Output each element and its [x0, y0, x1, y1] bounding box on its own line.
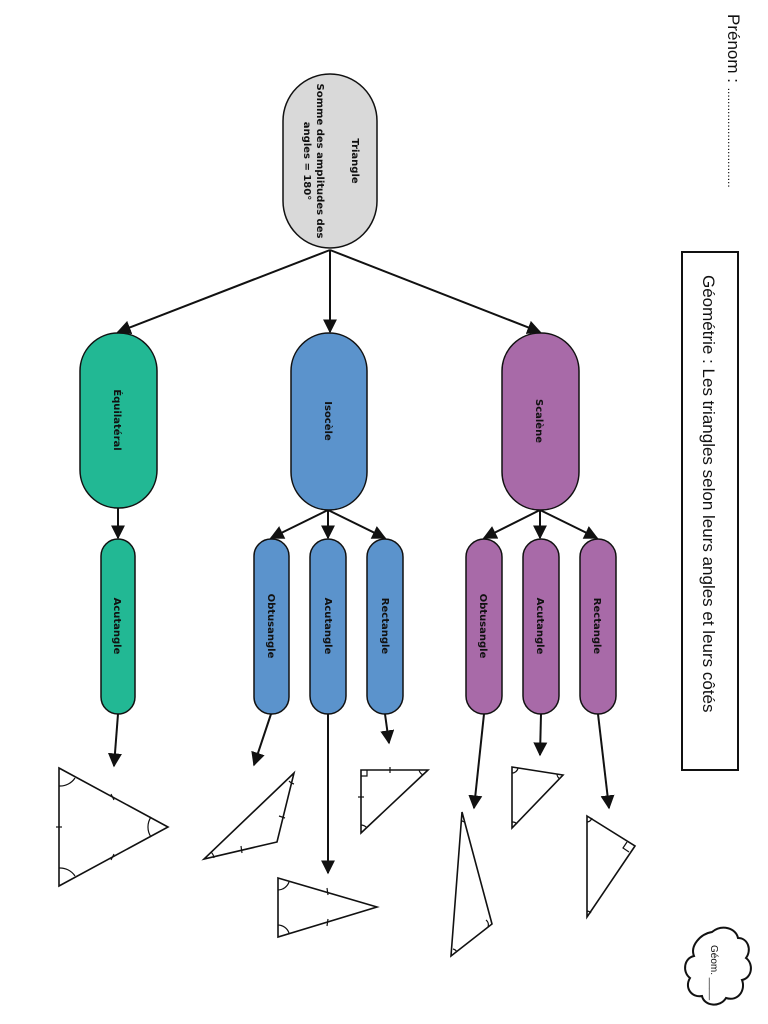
- figure-isosceles-obtuse-triangle: [201, 770, 296, 861]
- figure-scalene-right-triangle: [586, 814, 637, 920]
- title-box: [681, 251, 739, 771]
- figure-equilateral-triangle: [56, 766, 170, 888]
- page-title: Géométrie : Les triangles selon leurs an…: [699, 275, 718, 713]
- root-title: Triangle: [349, 138, 360, 184]
- name-label: Prénom : ..............................: [724, 14, 743, 188]
- category-node-scalene[interactable]: Scalène: [501, 332, 580, 511]
- subnode-scalene-obtusangle[interactable]: Obtusangle: [465, 538, 503, 715]
- figure-scalene-obtuse-triangle: [450, 811, 493, 958]
- category-label: Isocèle: [322, 401, 334, 441]
- badge-cloud: Géom. ____: [684, 926, 752, 1006]
- subnode-label: Obtusangle: [477, 594, 488, 659]
- subnode-scalene-rectangle[interactable]: Rectangle: [579, 538, 617, 715]
- subnode-isosceles-acutangle[interactable]: Acutangle: [309, 538, 347, 715]
- subnode-isosceles-obtusangle[interactable]: Obtusangle: [253, 538, 290, 715]
- subnode-equilateral-acutangle[interactable]: Acutangle: [100, 538, 136, 715]
- category-label: Équilatéral: [111, 389, 124, 450]
- figure-isosceles-acute-triangle: [277, 876, 380, 939]
- edges-root: [116, 249, 542, 334]
- edges-level3: [107, 713, 615, 875]
- category-node-isosceles[interactable]: Isocèle: [290, 332, 368, 511]
- subnode-label: Acutangle: [534, 598, 545, 655]
- root-node[interactable]: Triangle Somme des amplitudes des angles…: [282, 73, 378, 249]
- subnode-label: Acutangle: [111, 598, 122, 655]
- subnode-scalene-acutangle[interactable]: Acutangle: [522, 538, 560, 715]
- subnode-label: Acutangle: [322, 598, 333, 655]
- subnode-label: Obtusangle: [265, 594, 276, 659]
- figure-scalene-acute-triangle: [511, 766, 565, 830]
- category-node-equilateral[interactable]: Équilatéral: [79, 332, 158, 509]
- badge-label: Géom. ____: [708, 945, 719, 1000]
- cloud-icon: [684, 926, 752, 1006]
- edges-level2: [111, 508, 599, 540]
- subnode-label: Rectangle: [379, 598, 390, 655]
- root-line2: angles = 180°: [301, 122, 312, 200]
- root-line1: Somme des amplitudes des: [314, 84, 325, 239]
- figure-isosceles-right-triangle: [358, 767, 431, 835]
- subnode-isosceles-rectangle[interactable]: Rectangle: [366, 538, 404, 715]
- subnode-label: Rectangle: [591, 598, 602, 655]
- category-label: Scalène: [533, 399, 545, 443]
